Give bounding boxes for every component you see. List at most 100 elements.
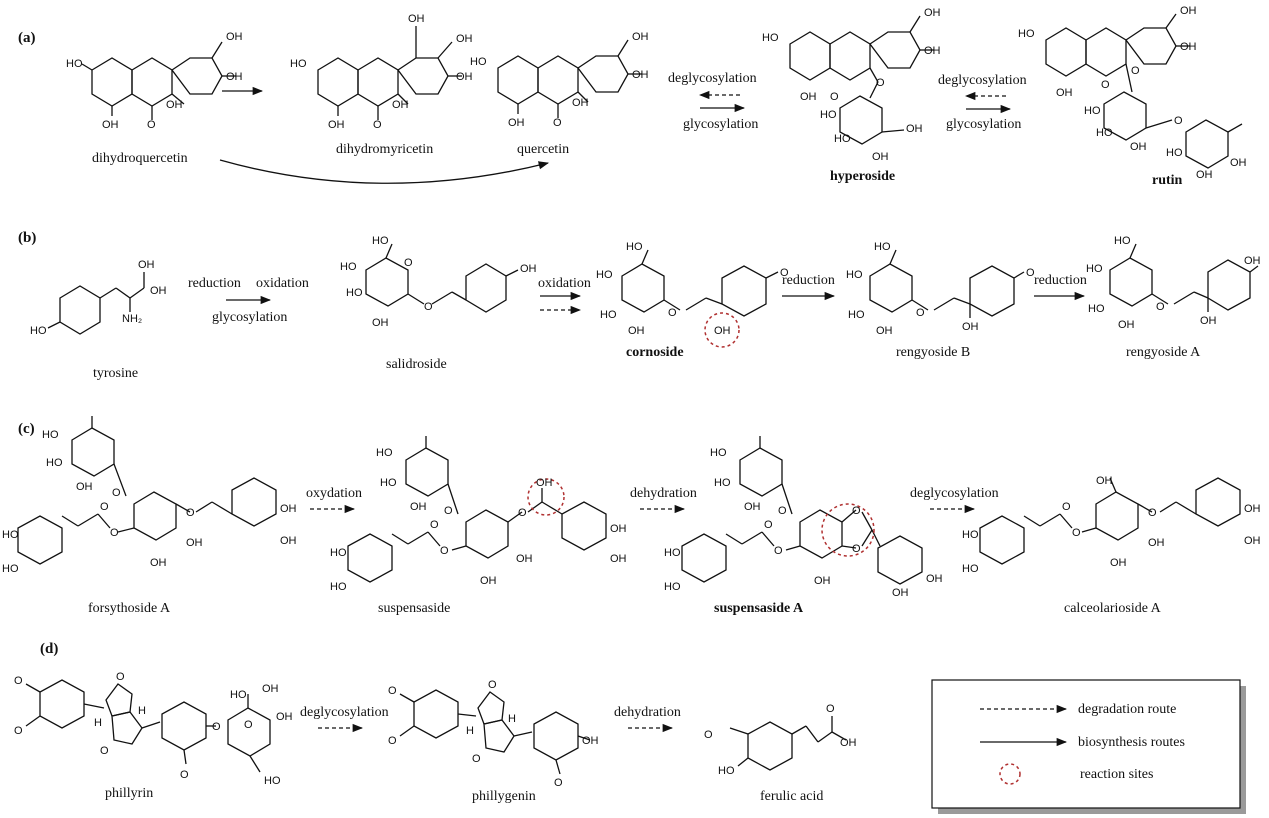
atom-label: OH	[262, 683, 279, 695]
atom-label: OH	[536, 477, 553, 489]
atom-label: HO	[762, 32, 779, 44]
atom-label: H	[466, 725, 474, 737]
structure-calceolarioside-a: OH O O OH OH O OH OH HO HO	[962, 475, 1261, 575]
arrow-biosynthesis-curved	[219, 159, 550, 184]
atom-label: O	[444, 505, 453, 517]
atom-label: HO	[600, 309, 617, 321]
atom-label: O	[1026, 267, 1035, 279]
atom-label: OH	[508, 117, 525, 129]
structure-rengyoside-a: HO HO HO OH O OH OH	[1086, 235, 1261, 331]
atom-label: OH	[1244, 535, 1261, 547]
atom-label: OH	[76, 481, 93, 493]
atom-label: O	[852, 505, 861, 517]
atom-label: OH	[328, 119, 345, 131]
atom-label: HO	[2, 529, 19, 541]
atom-label: OH	[572, 97, 589, 109]
atom-label: HO	[330, 547, 347, 559]
structure-ferulic-acid: O HO O OH	[704, 703, 857, 777]
atom-label: OH	[1200, 315, 1217, 327]
atom-label: HO	[1114, 235, 1131, 247]
atom-label: OH	[456, 71, 473, 83]
atom-label: HO	[380, 477, 397, 489]
atom-label: OH	[610, 523, 627, 535]
atom-label: HO	[230, 689, 247, 701]
atom-label: H	[94, 717, 102, 729]
atom-label: HO	[834, 133, 851, 145]
atom-label: HO	[848, 309, 865, 321]
atom-label: O	[780, 267, 789, 279]
atom-label: HO	[820, 109, 837, 121]
atom-label: HO	[1018, 28, 1035, 40]
atom-label: O	[518, 507, 527, 519]
label-dihydroquercetin: dihydroquercetin	[92, 151, 188, 166]
label-phillyrin: phillyrin	[105, 786, 153, 801]
atom-label: OH	[1110, 557, 1127, 569]
atom-label: OH	[814, 575, 831, 587]
label-ferulic-acid: ferulic acid	[760, 789, 823, 804]
atom-label: OH	[280, 535, 297, 547]
atom-label: O	[488, 679, 497, 691]
atom-label: HO	[470, 56, 487, 68]
label-rutin: rutin	[1152, 173, 1183, 188]
atom-label: O	[186, 507, 195, 519]
atom-label: HO	[330, 581, 347, 593]
atom-label: OH	[480, 575, 497, 587]
atom-label: OH	[1056, 87, 1073, 99]
structure-suspensaside-a: HO HO OH O O O OH O O OH OH HO HO	[664, 436, 943, 599]
legend-sites-label: reaction sites	[1080, 767, 1153, 782]
atom-label: O	[388, 685, 397, 697]
atom-label: HO	[846, 269, 863, 281]
atom-label: HO	[340, 261, 357, 273]
atom-label: O	[1062, 501, 1071, 513]
atom-label: OH	[186, 537, 203, 549]
rxn-label: glycosylation	[946, 117, 1021, 132]
atom-label: OH	[1118, 319, 1135, 331]
atom-label: O	[826, 703, 835, 715]
rxn-label: deglycosylation	[668, 71, 757, 86]
atom-label: OH	[744, 501, 761, 513]
label-tyrosine: tyrosine	[93, 366, 138, 381]
structure-rengyoside-b: HO HO HO OH O OH O	[846, 241, 1035, 337]
atom-label: OH	[520, 263, 537, 275]
section-label-d: (d)	[40, 641, 58, 657]
atom-label: OH	[166, 99, 183, 111]
label-salidroside: salidroside	[386, 357, 447, 372]
atom-label: OH	[924, 45, 941, 57]
atom-label: OH	[408, 13, 425, 25]
atom-label: OH	[1180, 5, 1197, 17]
atom-label: OH	[1244, 255, 1261, 267]
atom-label: O	[1174, 115, 1183, 127]
atom-label: OH	[876, 325, 893, 337]
label-rengyoside-b: rengyoside B	[896, 345, 970, 360]
structure-cornoside: HO HO HO OH O OH O	[596, 241, 789, 348]
section-label-a: (a)	[18, 30, 36, 46]
atom-label: O	[212, 721, 221, 733]
atom-label: HO	[664, 581, 681, 593]
atom-label: O	[1072, 527, 1081, 539]
atom-label: OH	[840, 737, 857, 749]
atom-label: HO	[376, 447, 393, 459]
label-suspensaside-a: suspensaside A	[714, 601, 804, 616]
atom-label: HO	[1084, 105, 1101, 117]
label-dihydromyricetin: dihydromyricetin	[336, 142, 433, 157]
atom-label: HO	[42, 429, 59, 441]
legend-degradation-label: degradation route	[1078, 702, 1176, 717]
structure-dihydroquercetin: HO OH OH OH OH O	[66, 31, 243, 131]
atom-label: OH	[906, 123, 923, 135]
structure-forsythoside-a: HO HO OH O O O OH OH O OH OH HO HO	[2, 416, 297, 575]
label-quercetin: quercetin	[517, 142, 569, 157]
atom-label: HO	[290, 58, 307, 70]
atom-label: O	[1131, 65, 1140, 77]
rxn-label: glycosylation	[212, 310, 287, 325]
atom-label: OH	[276, 711, 293, 723]
atom-label: HO	[962, 529, 979, 541]
atom-label: HO	[1096, 127, 1113, 139]
reaction-site	[527, 478, 565, 516]
atom-label: O	[116, 671, 125, 683]
atom-label: O	[1101, 79, 1110, 91]
atom-label: O	[244, 719, 253, 731]
label-calceolarioside-a: calceolarioside A	[1064, 601, 1162, 616]
structure-rutin: HO OH OH OH O O HO HO OH O HO OH OH	[1018, 5, 1247, 181]
atom-label: OH	[456, 33, 473, 45]
